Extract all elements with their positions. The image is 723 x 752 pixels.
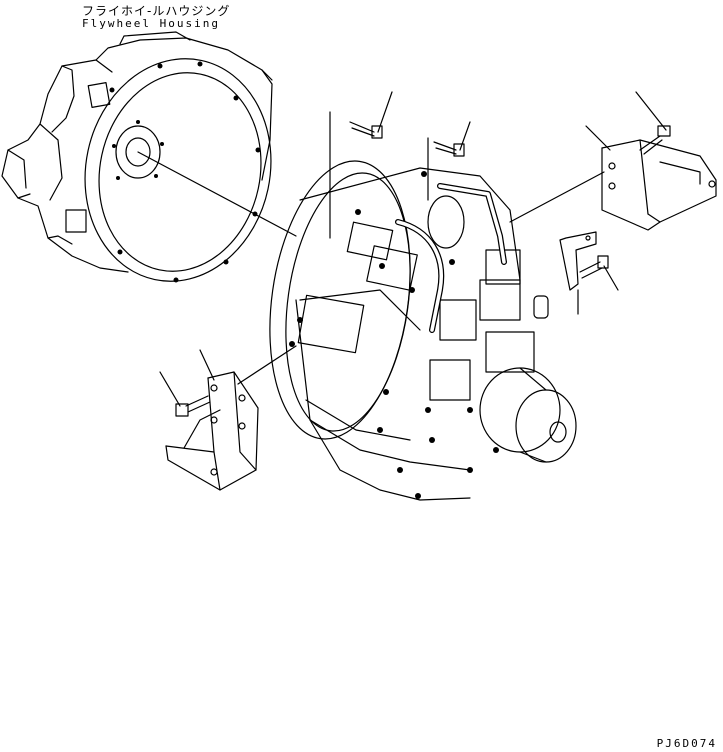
leader-line [460, 122, 470, 150]
mounting-bracket-left[interactable] [166, 372, 258, 490]
bracket-small[interactable] [560, 232, 596, 290]
leader-line [200, 350, 214, 380]
leader-line [238, 346, 296, 384]
leader-line [138, 152, 296, 236]
flywheel-housing-label-jp: フライホイ-ルハウジング [82, 4, 231, 18]
bolt-upper-center[interactable] [434, 142, 464, 156]
leader-line [160, 372, 180, 406]
leader-line [510, 172, 604, 222]
bolt-upper-left[interactable] [350, 122, 382, 138]
transmission-assembly[interactable] [253, 152, 576, 500]
bolt-mid-right[interactable] [580, 256, 608, 278]
leader-line [604, 266, 618, 290]
mounting-bracket-right[interactable] [602, 140, 716, 230]
drawing-code: PJ6D074 [656, 737, 717, 750]
bolt-lower-left[interactable] [176, 396, 210, 416]
leader-line [636, 92, 666, 130]
flywheel-housing[interactable] [2, 32, 291, 299]
flywheel-housing-label-en: Flywheel Housing [82, 17, 220, 30]
leader-line [378, 92, 392, 132]
leader-line [586, 126, 610, 150]
